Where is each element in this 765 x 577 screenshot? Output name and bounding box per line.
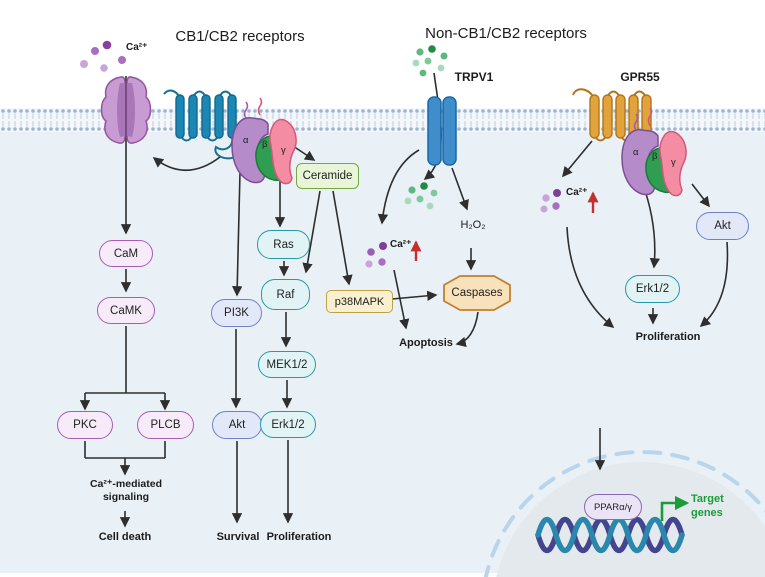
arrow-ceramide-to-raf bbox=[302, 190, 321, 274]
node-mek12: MEK1/2 bbox=[258, 351, 316, 378]
arrow-caspases-to-apoptosis bbox=[455, 311, 479, 348]
node-pi3k: PI3K bbox=[211, 299, 262, 327]
ligand-dots-below-trpv1 bbox=[404, 182, 438, 210]
apoptosis-label: Apoptosis bbox=[399, 337, 453, 349]
h2o2-label: H₂O₂ bbox=[460, 219, 486, 231]
red-up-arrows bbox=[410, 191, 599, 261]
caspases-shape bbox=[443, 275, 511, 311]
ligand-dots-above-trpv1 bbox=[412, 45, 448, 77]
node-ppar: PPARα/γ bbox=[584, 494, 642, 520]
dna-helix-icon bbox=[535, 516, 685, 554]
calcium-ions-top bbox=[80, 40, 126, 72]
node-ceramide: Ceramide bbox=[296, 163, 359, 189]
node-ras: Ras bbox=[257, 230, 310, 259]
arrow-akt-to-proliferation-right bbox=[699, 241, 729, 328]
calcium-label: Ca²⁺ bbox=[566, 187, 588, 198]
survival-label: Survival bbox=[216, 531, 260, 543]
arrow-alpha-to-pi3k bbox=[232, 171, 243, 297]
transcription-arrow-icon bbox=[660, 495, 690, 521]
cell-death-label: Cell death bbox=[98, 531, 152, 543]
title-non-cb-receptors: Non-CB1/CB2 receptors bbox=[425, 25, 587, 42]
cb-receptor-icon bbox=[163, 89, 237, 160]
g-gamma-label: γ bbox=[671, 157, 676, 168]
trpv1-label: TRPV1 bbox=[454, 70, 494, 84]
arrow-ceramide-to-p38 bbox=[332, 190, 353, 286]
arrow-gpr55-to-ca bbox=[562, 140, 593, 178]
arrow-ca-to-proliferation bbox=[566, 226, 615, 328]
node-erk12-right: Erk1/2 bbox=[625, 275, 680, 303]
calcium-label: Ca²⁺ bbox=[390, 239, 412, 250]
calcium-label: Ca²⁺ bbox=[126, 42, 148, 53]
arrows bbox=[79, 72, 729, 528]
arrow-p38-to-caspases bbox=[391, 290, 438, 301]
ca-mediated-signaling-label: Ca²⁺-mediated signaling bbox=[89, 478, 163, 504]
node-cam: CaM bbox=[99, 240, 153, 267]
g-alpha-label: α bbox=[243, 135, 249, 146]
node-akt-left: Akt bbox=[212, 411, 262, 439]
proliferation-label-left: Proliferation bbox=[266, 531, 332, 543]
g-gamma-label: γ bbox=[281, 145, 286, 156]
node-erk12-left: Erk1/2 bbox=[260, 411, 316, 438]
node-p38mapk: p38MAPK bbox=[326, 290, 393, 313]
node-plcb: PLCB bbox=[137, 411, 194, 439]
title-cb-receptors: CB1/CB2 receptors bbox=[175, 28, 305, 45]
g-beta-label: β bbox=[262, 139, 268, 150]
arrow-gamma-to-ceramide bbox=[292, 145, 316, 161]
calcium-ions-mid bbox=[365, 242, 387, 268]
proliferation-label-right: Proliferation bbox=[635, 331, 701, 343]
arrow-trpv1-to-ca bbox=[377, 149, 420, 225]
arrow-gpr55-to-akt bbox=[691, 183, 710, 208]
g-beta-label: β bbox=[652, 151, 658, 162]
trpv1-channel-icon bbox=[427, 96, 457, 166]
g-alpha-label: α bbox=[633, 147, 639, 158]
node-caspases: Caspases bbox=[451, 287, 503, 299]
g-protein-icon bbox=[621, 107, 687, 197]
g-protein-icon bbox=[231, 97, 297, 185]
node-raf: Raf bbox=[261, 279, 310, 310]
bottom-margin bbox=[0, 573, 765, 577]
calcium-ions-right bbox=[540, 189, 561, 213]
gpr55-label: GPR55 bbox=[620, 70, 660, 84]
line-camk-branch bbox=[85, 326, 165, 394]
arrow-trpv1-to-h2o2 bbox=[451, 167, 469, 211]
node-akt-right: Akt bbox=[696, 212, 749, 240]
node-pkc: PKC bbox=[57, 411, 113, 439]
target-genes-label: Target genes bbox=[691, 493, 724, 520]
node-camk: CaMK bbox=[97, 297, 155, 324]
calcium-channel-icon bbox=[100, 76, 152, 144]
arrow-feedback-to-channel bbox=[152, 156, 221, 171]
